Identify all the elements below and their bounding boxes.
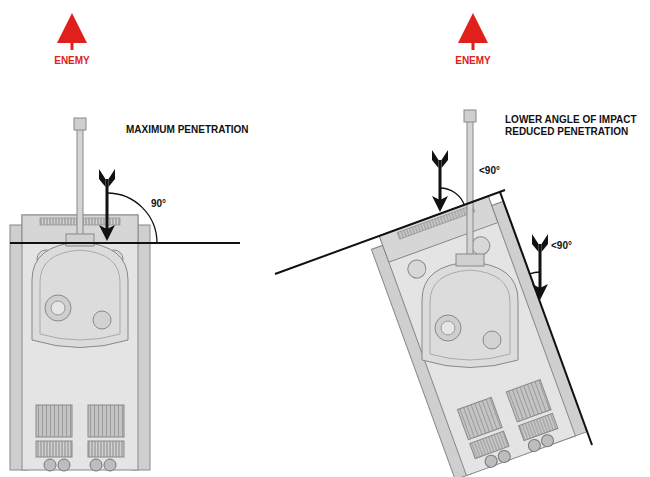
shell-arrow <box>439 160 442 200</box>
tank-turret <box>32 118 128 348</box>
shell-arrow <box>106 179 109 229</box>
shell-arrow <box>532 234 548 252</box>
shell-arrow <box>99 169 115 241</box>
shell-arrow <box>532 234 548 300</box>
shell-arrow <box>99 150 548 300</box>
shell-arrow <box>99 225 115 241</box>
tank-turret <box>464 110 476 122</box>
enemy-arrow <box>71 28 74 50</box>
tank-hull <box>10 215 150 471</box>
tank-hull <box>368 192 587 477</box>
shell-arrow <box>99 169 115 187</box>
angle-label: <90° <box>478 165 501 177</box>
enemy-arrow <box>472 28 475 50</box>
shell-arrow <box>432 150 448 168</box>
shell-arrow <box>532 284 548 300</box>
tank-turret <box>422 110 518 368</box>
effect-note: MAXIMUM PENETRATION <box>125 124 250 136</box>
angle-label: <90° <box>550 240 573 252</box>
angle-label: 90° <box>150 198 167 210</box>
tank-turret <box>32 234 128 348</box>
shell-arrow <box>539 244 542 288</box>
tank-hull <box>10 215 150 471</box>
enemy-label: ENEMY <box>455 55 491 67</box>
tank-turret <box>422 254 518 368</box>
armour-plane-line <box>275 190 505 274</box>
armour-plane-line <box>10 190 592 445</box>
tank-turret <box>77 124 83 236</box>
enemy-arrow <box>72 28 473 50</box>
tank-turret <box>467 116 473 256</box>
armour-plane-line <box>500 192 592 445</box>
angle-arc <box>530 272 540 274</box>
effect-note: LOWER ANGLE OF IMPACT REDUCED PENETRATIO… <box>504 114 646 138</box>
enemy-label: ENEMY <box>54 55 90 67</box>
shell-arrow <box>432 150 448 212</box>
tank-hull <box>368 192 587 477</box>
shell-arrow <box>432 196 448 212</box>
armour-plane-line <box>10 242 240 244</box>
tank-turret <box>74 118 86 130</box>
angle-arc <box>107 188 540 274</box>
